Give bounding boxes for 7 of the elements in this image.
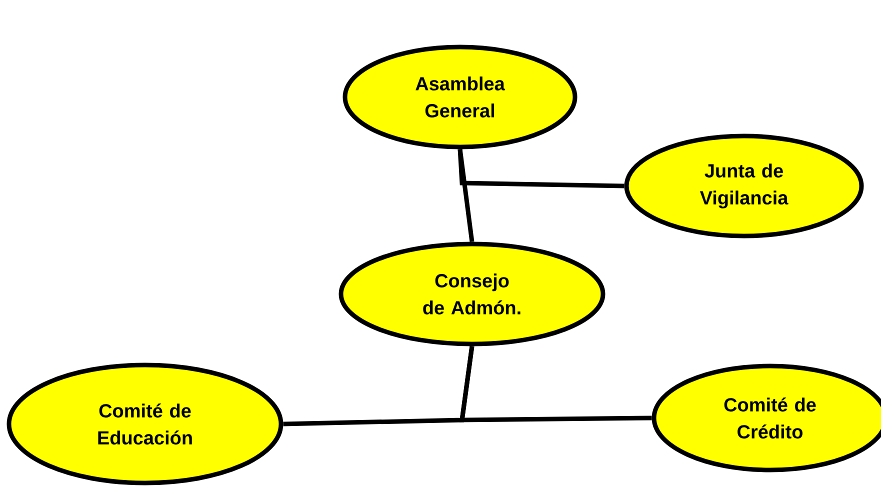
ellipse-node: Junta de Vigilancia bbox=[624, 134, 864, 238]
connector-line bbox=[458, 149, 624, 188]
ellipse-node: Consejo de Admón. bbox=[338, 242, 606, 346]
connector-line bbox=[459, 346, 652, 422]
ellipse-node: Comité de Crédito bbox=[652, 364, 881, 472]
ellipse-node: Comité de Educación bbox=[6, 362, 284, 486]
ellipse-node: Asamblea General bbox=[342, 44, 578, 150]
